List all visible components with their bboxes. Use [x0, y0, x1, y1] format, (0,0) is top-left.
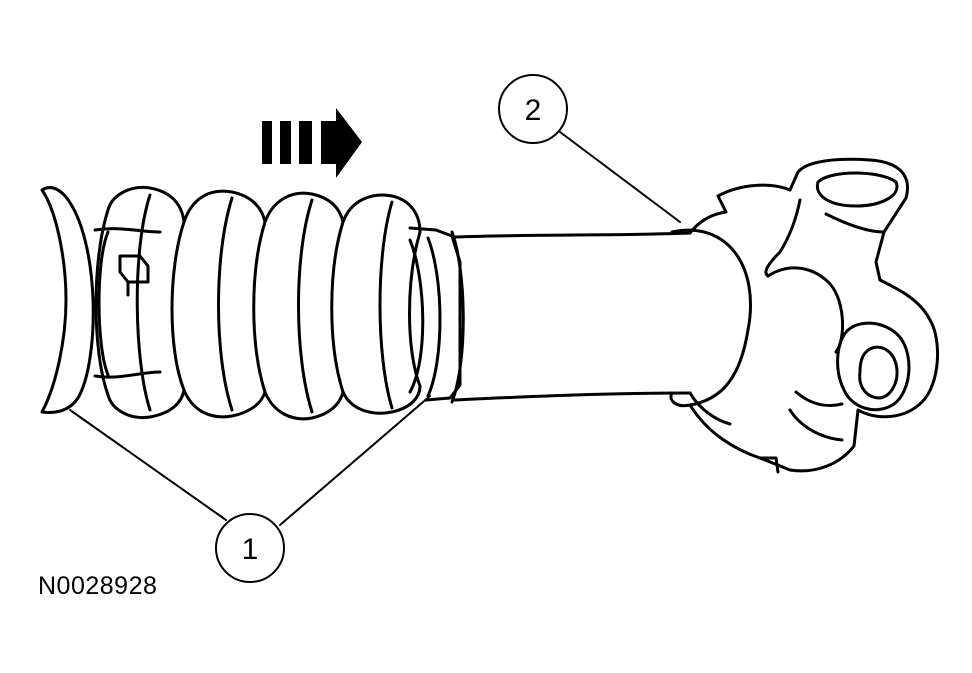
leader-line-2	[559, 131, 681, 223]
shaft-tube	[450, 230, 692, 404]
callout-2: 2	[498, 74, 568, 144]
leader-line-1a	[69, 409, 227, 521]
figure-code: N0028928	[38, 572, 158, 600]
inner-shaft	[93, 226, 462, 402]
callout-1: 1	[215, 513, 285, 583]
leader-line-1b	[279, 395, 431, 526]
boot-left-lip	[40, 186, 95, 414]
callout-2-label: 2	[525, 94, 542, 127]
yoke-end	[669, 157, 940, 474]
leader-lines	[69, 131, 681, 526]
callout-1-label: 1	[242, 533, 259, 566]
boot-convolutions	[94, 185, 422, 421]
direction-arrow-icon	[262, 108, 362, 178]
